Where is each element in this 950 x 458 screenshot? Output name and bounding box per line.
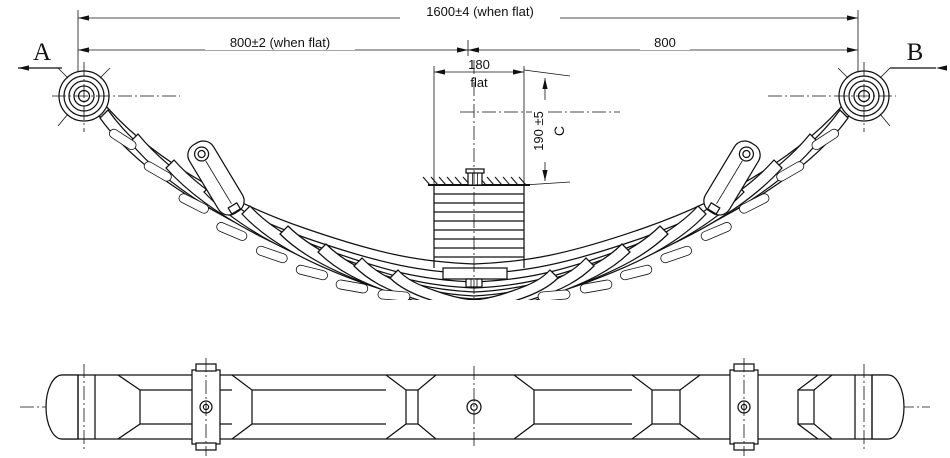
plan-leaf-taper bbox=[513, 374, 535, 440]
spring-eye-right bbox=[768, 62, 896, 132]
dimension-block-top: 1600±4 (when flat) 800±2 (when flat) 800 bbox=[77, 4, 859, 100]
dimension-half-lengths: 800±2 (when flat) 800 bbox=[78, 35, 858, 53]
dimension-label-flat-width: 180 bbox=[468, 57, 490, 72]
eye-scroll-break-1 bbox=[879, 67, 891, 79]
plan-leaf-taper bbox=[631, 374, 653, 440]
plan-leaf-taper bbox=[813, 374, 833, 440]
plan-clamp-band-left bbox=[191, 358, 221, 456]
plan-leaf-taper bbox=[679, 374, 701, 440]
leaf-tip-clip bbox=[620, 264, 653, 281]
center-section bbox=[422, 60, 530, 300]
eye-scroll-break-2 bbox=[99, 67, 111, 79]
dimension-center-flat: 180 flat bbox=[433, 56, 525, 185]
dimension-label-right-half: 800 bbox=[654, 35, 676, 50]
leaf-tip-clip bbox=[377, 289, 411, 300]
dimension-text-bg-flat bbox=[455, 56, 503, 70]
plan-leaf-taper bbox=[117, 374, 141, 440]
leaf-tip-clip bbox=[109, 128, 137, 151]
plan-clamp-band-right bbox=[729, 358, 759, 456]
clip-bolt-bore bbox=[197, 149, 206, 159]
dimension-label-camber: 190 ±5 bbox=[531, 111, 546, 151]
leaf-tip-clip bbox=[776, 161, 805, 182]
eye-scroll-break-1 bbox=[57, 67, 69, 79]
plan-leaf-taper bbox=[385, 374, 407, 440]
leaf-tip-clip bbox=[143, 161, 172, 182]
eye-scroll-break-3 bbox=[57, 113, 69, 127]
leaf-tip-clip bbox=[579, 279, 613, 294]
clip-bolt-nut bbox=[227, 201, 242, 215]
center-bolt-head-body bbox=[467, 171, 483, 186]
dimension-label-left-half: 800±2 (when flat) bbox=[230, 35, 330, 50]
plan-leaf-taper bbox=[417, 374, 437, 440]
leaf-10 bbox=[389, 269, 559, 300]
view-arrow-right: B bbox=[890, 39, 947, 71]
clip-bolt-bore bbox=[742, 149, 751, 159]
camber-callout-label: C bbox=[551, 126, 567, 136]
view-arrow-left: A bbox=[18, 39, 62, 71]
rebound-clip-left bbox=[187, 140, 245, 216]
plan-view bbox=[20, 358, 930, 456]
plan-leaf-taper bbox=[231, 374, 253, 440]
eye-scroll-break-2 bbox=[837, 67, 849, 79]
dimension-label-overall: 1600±4 (when flat) bbox=[426, 4, 534, 19]
leaf-tip-clip bbox=[178, 193, 209, 214]
center-bolt-head-top bbox=[465, 168, 485, 186]
seat-plate-body bbox=[442, 267, 508, 280]
dimension-text-bg-right-half bbox=[640, 35, 690, 50]
dimension-text-bg-left-half bbox=[205, 35, 355, 50]
leaf-tip-clip bbox=[739, 193, 770, 214]
plan-center-bolt bbox=[466, 366, 482, 448]
eye-scroll-break-3 bbox=[879, 113, 891, 127]
center-leaf-lines bbox=[434, 193, 524, 258]
camber-leader-bottom bbox=[523, 181, 571, 186]
clip-centerline bbox=[205, 160, 232, 204]
leaf-tip-clip bbox=[537, 289, 571, 300]
ground-hatching bbox=[422, 176, 527, 186]
leaf-tip-clips bbox=[109, 128, 839, 300]
plan-leaf-taper bbox=[797, 374, 819, 440]
leaf-tip-clip bbox=[256, 245, 288, 264]
dimension-text-bg-camber bbox=[532, 100, 547, 162]
leaf-tip-clip bbox=[216, 222, 248, 241]
plan-eye-right bbox=[871, 374, 905, 440]
plan-tapered-leaf-ends bbox=[117, 374, 833, 440]
center-bolt-washer bbox=[465, 168, 485, 174]
view-label-a: A bbox=[33, 39, 51, 66]
leaf-tip-clip bbox=[660, 245, 692, 264]
clip-centerline bbox=[716, 160, 743, 204]
dimension-text-bg-overall bbox=[400, 4, 560, 19]
leaf-tip-clip bbox=[700, 222, 732, 241]
clip-bolt-nut bbox=[706, 201, 721, 215]
leaf-tip-clip bbox=[811, 128, 839, 151]
leaf-tip-clip bbox=[295, 264, 328, 281]
dimension-label-flat-note: flat bbox=[470, 75, 488, 90]
camber-leader-top bbox=[523, 69, 571, 77]
dimension-overall-length: 1600±4 (when flat) bbox=[78, 4, 858, 21]
plan-eye-left bbox=[45, 374, 79, 440]
spring-eye-left bbox=[52, 62, 180, 132]
elevation-view bbox=[52, 60, 896, 300]
rebound-clip-right bbox=[703, 140, 761, 216]
dimension-camber: 190 ±5 C bbox=[460, 69, 620, 186]
view-label-b: B bbox=[907, 39, 924, 66]
leaf-tip-clip bbox=[335, 279, 369, 294]
